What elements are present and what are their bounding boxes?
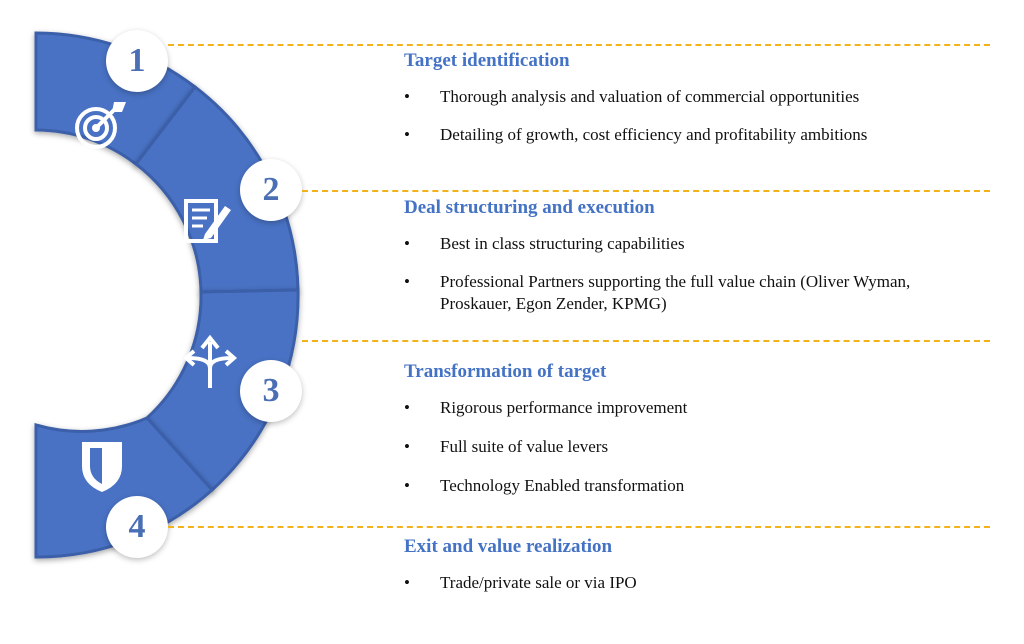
step-title-4: Exit and value realization <box>404 536 613 557</box>
step-3-bullet: •Technology Enabled transformation <box>404 476 685 495</box>
step-2-bullet: •Professional Partners supporting the fu… <box>404 272 911 313</box>
step-section-1: Target identification •Thorough analysis… <box>404 50 1004 146</box>
divider-line-2 <box>302 190 990 192</box>
shield-icon <box>82 442 122 492</box>
step-3-bullet: •Full suite of value levers <box>404 437 609 456</box>
step-2-bullet: •Best in class structuring capabilities <box>404 234 685 253</box>
target-icon <box>75 102 126 149</box>
step-3-bullet: •Rigorous performance improvement <box>404 398 688 417</box>
process-arc <box>34 31 300 559</box>
step-1-bullet: •Thorough analysis and valuation of comm… <box>404 87 860 106</box>
divider-line-1 <box>168 44 990 46</box>
step-number-2: 2 <box>240 159 302 221</box>
step-1-bullet: •Detailing of growth, cost efficiency an… <box>404 125 868 144</box>
step-title-1: Target identification <box>404 50 570 71</box>
step-4-bullet: •Trade/private sale or via IPO <box>404 573 637 592</box>
step-section-2: Deal structuring and execution •Best in … <box>404 197 1004 315</box>
document-edit-icon <box>184 199 231 243</box>
step-number-1: 1 <box>106 30 168 92</box>
step-section-3: Transformation of target •Rigorous perfo… <box>404 361 1004 497</box>
step-title-2: Deal structuring and execution <box>404 197 655 218</box>
split-arrows-icon <box>182 334 238 388</box>
step-number-3: 3 <box>240 360 302 422</box>
step-number-4: 4 <box>106 496 168 558</box>
divider-line-3 <box>302 340 990 342</box>
step-title-3: Transformation of target <box>404 361 607 382</box>
step-section-4: Exit and value realization •Trade/privat… <box>404 536 1004 594</box>
divider-line-4 <box>168 526 990 528</box>
